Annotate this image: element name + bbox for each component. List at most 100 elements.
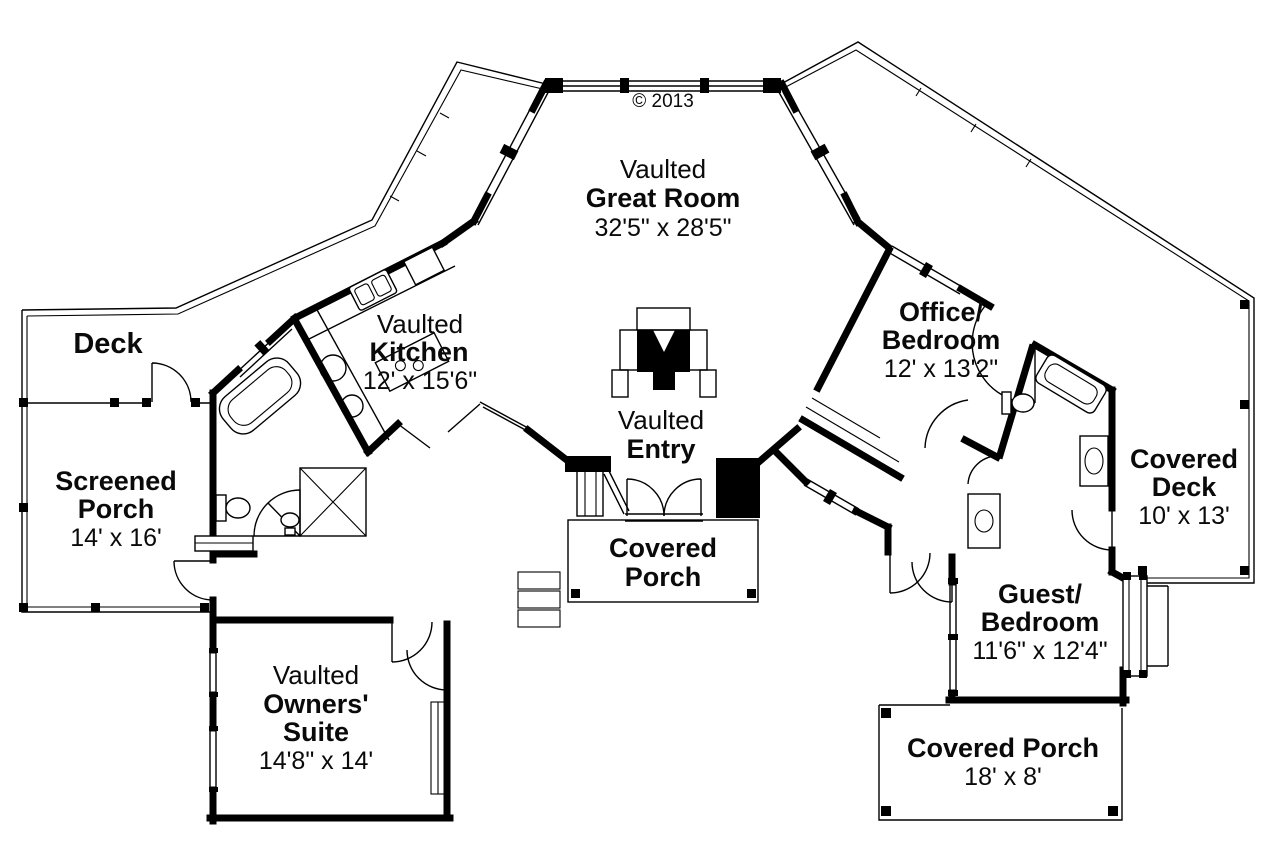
entry-wall-column <box>565 456 611 472</box>
guest-door-swing <box>911 561 953 603</box>
office-closet-shelves <box>805 397 900 463</box>
kitchen-sink-icon <box>348 269 398 311</box>
vanity-icon <box>194 535 254 552</box>
owners-suite-door-swing <box>406 649 448 691</box>
front-porch-outline <box>567 519 759 603</box>
double-entry-doors <box>626 478 702 517</box>
toilet-icon <box>215 494 251 522</box>
front-covered-porch-label: Covered Porch <box>609 533 717 592</box>
svg-text:18' x 8': 18' x 8' <box>964 763 1042 791</box>
svg-text:32'5" x 28'5": 32'5" x 28'5" <box>594 214 731 242</box>
svg-text:Vaulted: Vaulted <box>618 405 704 435</box>
window-mullion <box>823 488 837 506</box>
vanity-sink-icon <box>1079 435 1109 487</box>
pedestal-sink-icon <box>280 512 300 536</box>
closets <box>430 397 900 795</box>
svg-text:Covered: Covered <box>1130 444 1238 474</box>
svg-text:Kitchen: Kitchen <box>369 337 468 367</box>
kitchen-counter <box>315 307 390 441</box>
owners-suite-label: Vaulted Owners' Suite 14'8" x 14' <box>259 660 373 775</box>
svg-text:Owners': Owners' <box>263 689 368 719</box>
office-bedroom-label: Office/ Bedroom 12' x 13'2" <box>882 297 1001 383</box>
guest-bedroom-label: Guest/ Bedroom 11'6" x 12'4" <box>972 579 1107 665</box>
guest-door-swing <box>889 552 931 594</box>
doors <box>151 305 1113 691</box>
copyright-label: © 2013 <box>632 91 694 112</box>
screened-porch-label: Screened Porch 14' x 16' <box>55 466 177 552</box>
svg-text:Vaulted: Vaulted <box>273 660 359 690</box>
svg-text:Covered Porch: Covered Porch <box>907 733 1099 763</box>
entry-wall-column <box>716 458 760 518</box>
screened-porch-door-swing <box>173 560 214 601</box>
svg-text:Vaulted: Vaulted <box>377 309 463 339</box>
window-mullion <box>810 143 830 161</box>
svg-text:Suite: Suite <box>283 717 349 747</box>
rear-covered-porch-label: Covered Porch 18' x 8' <box>907 733 1099 791</box>
right-bath-fixtures <box>967 354 1109 549</box>
window-mullion <box>209 726 218 731</box>
bathtub-icon <box>1035 354 1107 414</box>
vanity-sink-icon <box>967 493 1001 549</box>
window-mullion <box>948 690 958 696</box>
covered-deck-label: Covered Deck 10' x 13' <box>1130 444 1238 530</box>
closet-shelf <box>517 609 561 628</box>
cooktop-burner-icon <box>319 354 347 382</box>
svg-text:14'8" x 14': 14'8" x 14' <box>259 747 373 775</box>
svg-text:Entry: Entry <box>626 434 695 464</box>
svg-text:12' x 13'2": 12' x 13'2" <box>884 355 998 383</box>
covered-deck-door-swing <box>1071 509 1113 551</box>
hall-door-swing <box>924 399 969 449</box>
closet-shelf <box>517 590 561 609</box>
window-mullion <box>209 692 218 697</box>
window-mullion <box>545 78 563 93</box>
svg-text:10' x 13': 10' x 13' <box>1138 502 1230 530</box>
window-mullion <box>209 787 218 792</box>
toilet-icon <box>1001 391 1035 415</box>
kitchen-hall-doors <box>397 403 481 449</box>
window-mullion <box>620 78 629 93</box>
owners-suite-door-swing <box>391 621 433 663</box>
deck-label: Deck <box>73 328 143 360</box>
kitchen-counter <box>306 265 456 341</box>
bathtub-icon <box>218 357 302 435</box>
window-bay <box>1122 572 1169 678</box>
fireplace-icon <box>611 307 717 398</box>
svg-text:Deck: Deck <box>1152 472 1218 502</box>
window-bands <box>209 78 1169 792</box>
entry-label: Vaulted Entry <box>618 405 704 464</box>
kitchen-label: Vaulted Kitchen 12' x 15'6" <box>363 309 477 395</box>
svg-text:14' x 16': 14' x 16' <box>70 524 162 552</box>
svg-text:11'6" x 12'4": 11'6" x 12'4" <box>972 637 1107 665</box>
window-mullion <box>499 143 519 161</box>
corner-shower-icon <box>253 467 367 537</box>
roof-outline <box>21 41 1255 613</box>
great-room-label: Vaulted Great Room 32'5" x 28'5" <box>586 154 741 242</box>
closet-shelf <box>517 571 561 590</box>
window-mullion <box>700 78 709 93</box>
walls <box>206 79 1130 825</box>
window-mullion <box>948 634 958 640</box>
svg-text:Porch: Porch <box>625 562 702 592</box>
porch-posts <box>19 300 1249 816</box>
rear-porch-outline <box>878 704 1123 821</box>
svg-text:Covered: Covered <box>609 533 717 563</box>
entry-sidelite-window <box>576 467 604 517</box>
window-mullion <box>948 578 958 584</box>
svg-text:Porch: Porch <box>78 494 155 524</box>
svg-text:Bedroom: Bedroom <box>882 325 1001 355</box>
svg-text:Vaulted: Vaulted <box>620 154 706 184</box>
window-mullion <box>919 261 933 279</box>
svg-text:Guest/: Guest/ <box>998 579 1083 609</box>
master-bath-fixtures <box>194 357 367 552</box>
deck-door-swing <box>151 362 192 403</box>
refrigerator-icon <box>402 246 446 286</box>
svg-text:Bedroom: Bedroom <box>981 607 1100 637</box>
kitchen-fixtures <box>306 246 456 441</box>
window-mullion <box>209 648 218 653</box>
window-mullion <box>254 340 270 356</box>
bath-door-swing <box>967 455 997 485</box>
svg-text:Screened: Screened <box>55 466 177 496</box>
kitchen-island <box>374 331 450 393</box>
